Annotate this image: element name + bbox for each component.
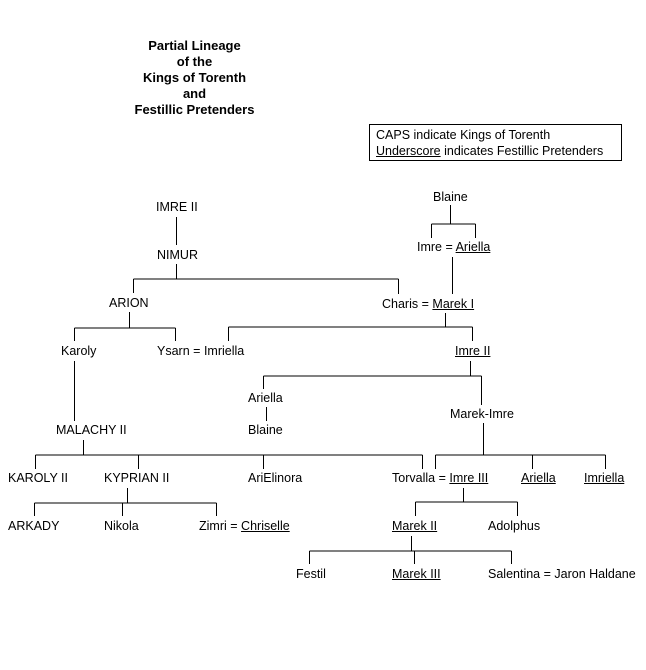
person-imriella: Imriella xyxy=(203,344,245,358)
title-line-5: Festillic Pretenders xyxy=(134,102,255,117)
person-marek-iii-name: Marek III xyxy=(392,567,441,581)
person-zimri: Zimri xyxy=(199,519,227,533)
couple-zimri-chriselle: Zimri = Chriselle xyxy=(199,519,290,534)
connector-arion-children xyxy=(74,312,176,341)
person-ariella-low: Ariella xyxy=(521,471,556,486)
legend-line-2: Underscore indicates Festillic Pretender… xyxy=(376,143,615,159)
couple-salentina-jaron: Salentina = Jaron Haldane xyxy=(488,567,636,582)
person-salentina: Salentina xyxy=(488,567,541,581)
person-karoly-ii: KAROLY II xyxy=(8,471,68,485)
person-imre-iii: Imre III xyxy=(449,471,489,485)
legend-line-2-rest: indicates Festillic Pretenders xyxy=(440,144,604,158)
person-arion: ARION xyxy=(109,296,149,310)
person-nikola: Nikola xyxy=(104,519,139,533)
person-festil: Festil xyxy=(296,567,326,581)
legend-box: CAPS indicate Kings of Torenth Underscor… xyxy=(369,124,622,161)
connector-marek2-children xyxy=(309,536,512,564)
person-ysarn: Ysarn xyxy=(157,344,190,358)
title-line-2: of the xyxy=(176,54,213,69)
title-line-3: Kings of Torenth xyxy=(142,70,247,85)
connector-imre2p-children xyxy=(263,361,482,405)
connector-nimur-children xyxy=(133,264,399,294)
title-line-4: and xyxy=(182,86,207,101)
person-imre-ii-pretender: Imre II xyxy=(455,344,490,359)
person-jaron-haldane: Jaron Haldane xyxy=(554,567,636,581)
person-marek-imre: Marek-Imre xyxy=(450,407,514,421)
person-marek-i: Marek I xyxy=(432,297,475,311)
person-ariella-mid: Ariella xyxy=(248,391,283,405)
person-torvalla: Torvalla xyxy=(392,471,436,485)
diagram-title: Partial Lineage of the Kings of Torenth … xyxy=(112,38,277,118)
person-kyprian-ii: KYPRIAN II xyxy=(104,471,170,485)
legend-underscore-word: Underscore xyxy=(376,144,441,158)
person-malachy-ii: MALACHY II xyxy=(56,423,127,437)
person-chriselle: Chriselle xyxy=(241,519,290,533)
person-imriella-low-name: Imriella xyxy=(584,471,625,485)
marriage-sign: = xyxy=(445,240,453,254)
connector-blaine-top-children xyxy=(431,205,476,238)
connector-torvalla-imre3-children xyxy=(415,488,518,516)
person-nimur: NIMUR xyxy=(157,248,198,262)
couple-ysarn-imriella: Ysarn = Imriella xyxy=(157,344,244,359)
marriage-sign: = xyxy=(193,344,201,358)
person-arkady: ARKADY xyxy=(8,519,60,533)
couple-imre-ariella: Imre = Ariella xyxy=(417,240,490,255)
person-imre: Imre xyxy=(417,240,442,254)
marriage-sign: = xyxy=(230,519,238,533)
connector-malachy-children xyxy=(35,440,423,469)
person-arielinora: AriElinora xyxy=(248,471,303,485)
person-marek-ii-name: Marek II xyxy=(392,519,438,533)
legend-line-1: CAPS indicate Kings of Torenth xyxy=(376,128,551,142)
marriage-sign: = xyxy=(421,297,429,311)
person-charis: Charis xyxy=(382,297,419,311)
person-karoly: Karoly xyxy=(61,344,97,358)
person-marek-ii: Marek II xyxy=(392,519,437,534)
couple-torvalla-imre-iii: Torvalla = Imre III xyxy=(392,471,488,486)
connector-kyprian-children xyxy=(34,488,217,516)
couple-charis-marek-i: Charis = Marek I xyxy=(382,297,474,312)
connector-marek-imre-children xyxy=(435,423,606,469)
person-adolphus: Adolphus xyxy=(488,519,541,533)
person-ariella-top: Ariella xyxy=(455,240,491,254)
person-imre-ii-pretender-name: Imre II xyxy=(455,344,491,358)
person-blaine-top: Blaine xyxy=(433,190,468,204)
person-ariella-low-name: Ariella xyxy=(521,471,556,485)
title-line-1: Partial Lineage xyxy=(148,38,241,53)
marriage-sign: = xyxy=(543,567,551,581)
person-imriella-low: Imriella xyxy=(584,471,624,486)
person-marek-iii: Marek III xyxy=(392,567,441,582)
person-imre-ii-king: IMRE II xyxy=(156,200,198,214)
marriage-sign: = xyxy=(438,471,446,485)
connector-charis-marek-children xyxy=(228,313,473,341)
person-blaine-mid: Blaine xyxy=(248,423,283,437)
